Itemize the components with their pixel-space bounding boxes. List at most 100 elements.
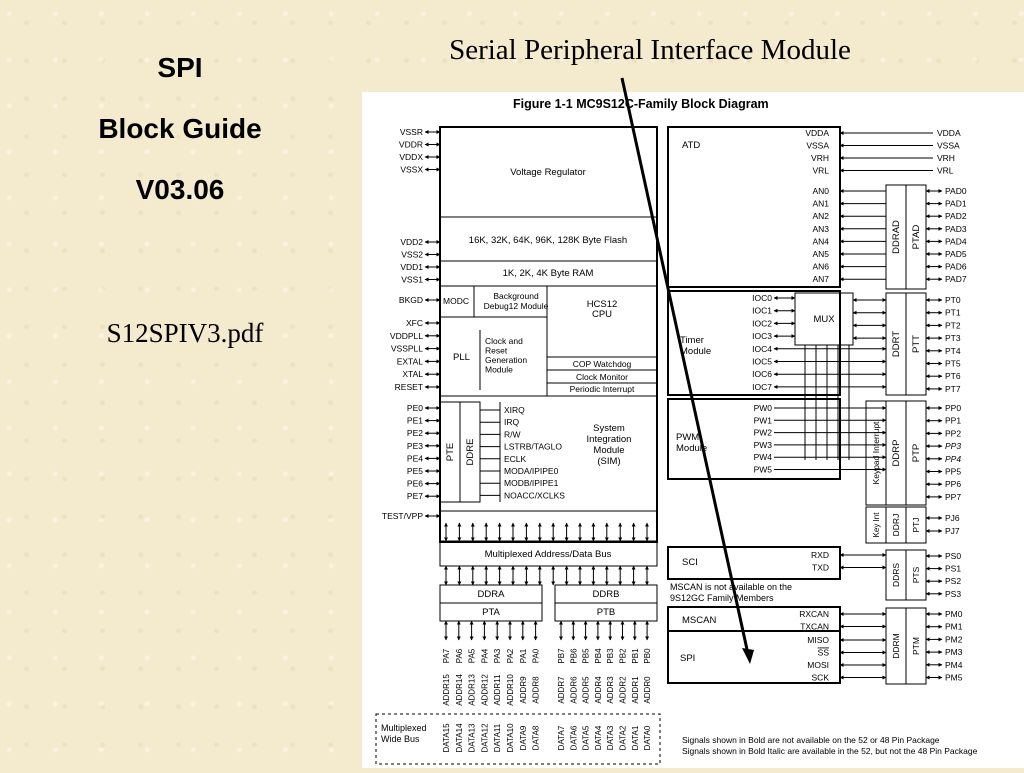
addr-lo-7: ADDR0 (643, 676, 652, 704)
atd-ref-out-1: VSSA (937, 141, 960, 151)
addr-hi-3: ADDR12 (480, 674, 489, 706)
pt-pin-7: PT7 (945, 384, 961, 394)
pp-pin-3: PP3 (945, 441, 961, 451)
spi-label: SPI (680, 653, 695, 664)
sci-sig-1: TXD (812, 563, 829, 573)
pin-power-1: VDDR (399, 140, 423, 150)
atd-box (667, 126, 841, 288)
mux-box (794, 292, 854, 346)
annotation-arrow-line (620, 77, 750, 655)
pwm-label-1: Module (676, 443, 707, 454)
an-label-6: AN6 (812, 262, 829, 272)
voltage-regulator-label: Voltage Regulator (510, 167, 586, 178)
pt-pin-5: PT5 (945, 359, 961, 369)
pw-label-1: PW1 (754, 415, 773, 425)
pin-clock-4: XTAL (402, 369, 423, 379)
pad-pin-1: PAD1 (945, 199, 967, 209)
pp-pin-7: PP7 (945, 492, 961, 502)
an-label-4: AN4 (812, 236, 829, 246)
ps-pin-3: PS3 (945, 589, 961, 599)
pt-pin-4: PT4 (945, 346, 961, 356)
pts-box (905, 549, 927, 601)
pa-pin-0: PA7 (442, 648, 451, 663)
ioc-label-3: IOC3 (752, 331, 772, 341)
pb-pin-2: PB5 (582, 648, 591, 664)
pin-bkgd: BKGD (399, 295, 423, 305)
data-lo-6: DATA1 (631, 725, 640, 750)
ptad-box (905, 184, 927, 290)
pm-pin-4: PM4 (945, 660, 963, 670)
keypad-label: Keypad Interrupt (871, 421, 881, 484)
pin-core-0: VDD2 (400, 237, 423, 247)
ddrm-label: DDRM (891, 633, 901, 659)
pa-pin-1: PA6 (455, 648, 464, 663)
pwm-label-0: PWM (676, 432, 699, 443)
pad-pin-5: PAD5 (945, 249, 967, 259)
ddrp-label: DDRP (891, 440, 902, 467)
pp-pin-2: PP2 (945, 428, 961, 438)
mscan-note-1: 9S12GC Family Members (670, 593, 774, 603)
pa-pin-7: PA0 (532, 648, 541, 663)
atd-ref-in-3: VRL (812, 166, 829, 176)
data-hi-4: DATA11 (493, 723, 502, 752)
data-lo-3: DATA4 (594, 725, 603, 750)
addr-lo-6: ADDR1 (631, 676, 640, 704)
ptp-label: PTP (911, 444, 922, 462)
sim-label-1: Integration (587, 434, 632, 445)
mux-wide-label-0: Multiplexed (381, 723, 427, 733)
annotation-arrow-head (742, 648, 754, 664)
pb-pin-1: PB6 (569, 648, 578, 664)
data-hi-7: DATA8 (532, 725, 541, 750)
pin-power-2: VDDX (399, 152, 423, 162)
ps-pin-1: PS1 (945, 564, 961, 574)
ioc-label-6: IOC6 (752, 369, 772, 379)
pad-pin-2: PAD2 (945, 211, 967, 221)
ddrad-label: DDRAD (891, 220, 902, 254)
pa-pin-4: PA3 (493, 648, 502, 663)
ioc-label-5: IOC5 (752, 357, 772, 367)
bdm-label-0: Background (493, 291, 539, 301)
ioc-label-4: IOC4 (752, 344, 772, 354)
addr-hi-2: ADDR13 (468, 674, 477, 706)
sim-signal-4: ECLK (504, 454, 527, 464)
ddre-box (459, 401, 481, 503)
pb-pin-0: PB7 (557, 648, 566, 664)
ptt-label: PTT (911, 335, 922, 353)
pa-pin-6: PA1 (519, 648, 528, 663)
sim-label-3: (SIM) (597, 456, 620, 467)
ps-pin-0: PS0 (945, 551, 961, 561)
atd-ref-out-0: VDDA (937, 128, 961, 138)
data-lo-5: DATA2 (619, 725, 628, 750)
pin-pe-7: PE7 (407, 491, 423, 501)
pw-label-0: PW0 (754, 403, 773, 413)
an-label-0: AN0 (812, 186, 829, 196)
pw-label-2: PW2 (754, 428, 773, 438)
ioc-label-2: IOC2 (752, 318, 772, 328)
data-lo-1: DATA6 (569, 725, 578, 750)
keyint-label: Key Int (872, 512, 881, 538)
data-lo-4: DATA3 (606, 725, 615, 750)
ioc-label-0: IOC0 (752, 293, 772, 303)
crg-label-2: Generation (485, 355, 527, 365)
sim-signal-6: MODB/IPIPE1 (504, 478, 559, 488)
crg-label-1: Reset (485, 346, 508, 356)
spi-sig-3: SCK (812, 673, 830, 683)
pa-pin-3: PA4 (480, 648, 489, 663)
pt-pin-2: PT2 (945, 320, 961, 330)
spi-box (667, 630, 841, 684)
sci-box (667, 546, 841, 580)
flash-label: 16K, 32K, 64K, 96K, 128K Byte Flash (469, 235, 627, 246)
addr-lo-5: ADDR2 (619, 676, 628, 704)
pin-core-3: VSS1 (401, 275, 423, 285)
pin-power-3: VSSX (400, 165, 423, 175)
ps-pin-2: PS2 (945, 576, 961, 586)
pin-clock-0: XFC (406, 318, 423, 328)
an-label-3: AN3 (812, 224, 829, 234)
addr-hi-5: ADDR10 (506, 674, 515, 706)
sim-signal-5: MODA/IPIPE0 (504, 466, 559, 476)
sim-signal-7: NOACC/XCLKS (504, 490, 565, 500)
modc-label: MODC (443, 296, 469, 306)
sim-signal-1: IRQ (504, 417, 520, 427)
footnote-1: Signals shown in Bold Italic are availab… (682, 746, 978, 756)
